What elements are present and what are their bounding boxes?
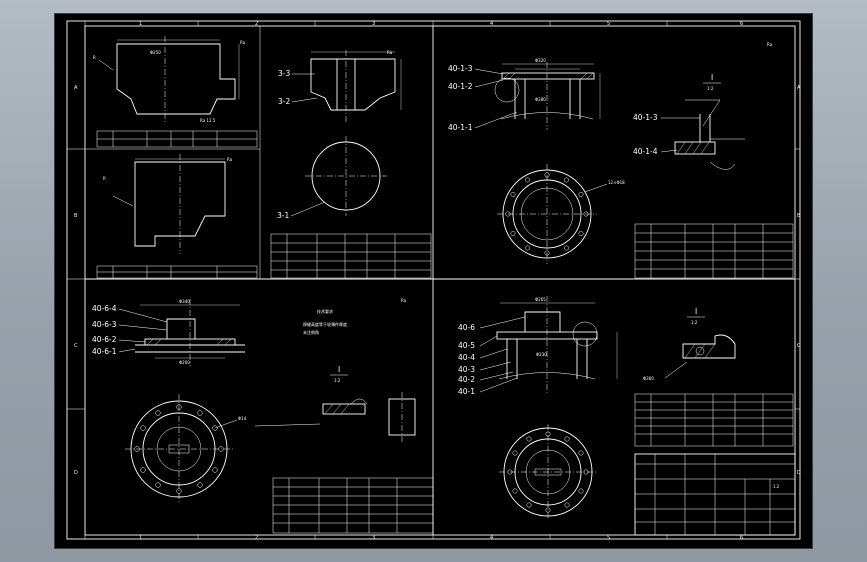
detail-I-1: I 1:2 40-1-3 40-1-4: [633, 73, 745, 170]
title-block-scale: 1:2: [773, 484, 780, 489]
roughness-mark: Ra: [240, 40, 246, 45]
technical-notes: 技术要求 焊缝高度等于较薄件厚度 未注倒角: [303, 308, 347, 335]
callout-label: 40-4: [458, 353, 475, 362]
dimension-value: Φ280: [535, 97, 546, 102]
svg-text:Ra 12.5: Ra 12.5: [200, 118, 216, 123]
dimension-value: Φ265: [535, 297, 546, 302]
zone-label-bottom: 5: [607, 535, 610, 541]
dimension-value: 12×Φ18: [608, 180, 625, 185]
callout-label: 40-1-2: [448, 82, 473, 91]
callout-label: 40-1-4: [633, 147, 658, 156]
dimension-value: Φ200: [179, 360, 190, 365]
parts-list-1: [270, 233, 432, 279]
detail-I-2: I 1:2: [254, 365, 416, 442]
dimension-value: Φ340: [179, 299, 190, 304]
zone-label-top: 3: [372, 21, 375, 27]
callout-label: 40-6-3: [92, 320, 117, 329]
section-mark-den: 1:2: [707, 86, 714, 91]
dimension-value: Φ320: [535, 58, 546, 63]
zone-label-bottom: 3: [372, 535, 375, 541]
callout-label: 40-1: [458, 387, 475, 396]
part-table-2: [96, 265, 258, 279]
callout-label: 3-3: [278, 69, 290, 78]
zone-label-bottom: 6: [740, 535, 743, 541]
dimension-value: Φ14: [238, 416, 247, 421]
note-line: 焊缝高度等于较薄件厚度: [303, 321, 347, 327]
assembly-40-plan: [499, 424, 597, 520]
callout-label: 40-6-2: [92, 335, 117, 344]
callout-label: 40-5: [458, 341, 475, 350]
roughness-mark: Ra: [227, 157, 233, 162]
zone-label-left: B: [74, 213, 78, 219]
section-mark-num: I: [695, 307, 697, 316]
zone-label-top: 4: [490, 21, 493, 27]
assembly-40-section: Φ265 Φ230 40-6 40-5 40-4 40-3 40-2 40-1: [458, 296, 618, 396]
note-title: 技术要求: [317, 308, 333, 314]
zone-label-top: 5: [607, 21, 610, 27]
zone-label-right: C: [797, 343, 801, 349]
title-block: 1:2: [634, 453, 796, 536]
callout-label: 3-1: [277, 211, 289, 220]
roughness-mark: Ra: [401, 298, 407, 303]
cad-viewport[interactable]: 1 2 3 4 5 6 1 2 3 4 5 6 A B C D A B C D …: [55, 14, 812, 548]
callout-label: 40-2: [458, 375, 475, 384]
part-drawing-2: R Ra: [103, 154, 233, 254]
parts-list-4: [634, 393, 794, 447]
parts-list-3: [272, 477, 434, 534]
svg-text:R: R: [103, 176, 106, 181]
part-drawing-3: 3-3 3-2 3-1 Ra: [277, 50, 402, 220]
drawing-inner-border: [84, 25, 796, 536]
callout-label: 40-6-1: [92, 347, 117, 356]
zone-label-left: D: [74, 470, 78, 476]
drawing-canvas: 1 2 3 4 5 6 1 2 3 4 5 6 A B C D A B C D …: [66, 20, 801, 541]
callout-label: 40-1-1: [448, 123, 473, 132]
callout-label: 40-3: [458, 365, 475, 374]
callout-label: 40-1-3: [633, 113, 658, 122]
assembly-40-1-plan: 12×Φ18: [497, 164, 625, 264]
zone-label-top: 2: [255, 21, 258, 27]
section-mark-num: I: [711, 73, 713, 82]
zone-label-left: C: [74, 343, 78, 349]
part-drawing-1: R Ra 12.5 Ra: [93, 36, 246, 123]
zone-label-bottom: 4: [490, 535, 493, 541]
callout-label: 40-6-4: [92, 304, 117, 313]
zone-label-right: A: [797, 85, 801, 91]
zone-label-top: 1: [139, 21, 142, 27]
callout-label: 3-2: [278, 97, 290, 106]
zone-label-top: 6: [740, 21, 743, 27]
section-mark-num: I: [338, 365, 340, 374]
drawing-border: [66, 20, 801, 540]
zone-label-right: B: [797, 213, 801, 219]
zone-labels: 1 2 3 4 5 6 1 2 3 4 5 6 A B C D A B C D: [74, 21, 801, 541]
dimension-value: Φ230: [536, 352, 547, 357]
zone-ticks: [67, 21, 800, 539]
callout-label: 40-6: [458, 323, 475, 332]
zone-label-right: D: [797, 470, 801, 476]
zone-label-bottom: 1: [139, 535, 142, 541]
zone-label-bottom: 2: [255, 535, 258, 541]
note-line: 未注倒角: [303, 329, 319, 335]
assembly-40-6-plan: Φ14: [125, 394, 247, 504]
section-mark-den: 1:2: [691, 320, 698, 325]
zone-label-left: A: [74, 85, 78, 91]
roughness-mark: Ra: [767, 42, 773, 47]
part-table-1: [96, 130, 258, 148]
callout-label: 40-1-3: [448, 64, 473, 73]
dimension-value: Φ250: [150, 50, 161, 55]
svg-text:R: R: [93, 55, 96, 60]
roughness-mark: Ra: [387, 50, 393, 55]
section-mark-den: 1:2: [334, 378, 341, 383]
parts-list-2: [634, 223, 794, 279]
detail-I-3: I 1:2 Φ300: [643, 307, 736, 381]
assembly-40-6-section: Φ340 Φ200 40-6-4 40-6-3 40-6-2 40-6-1 Ra: [92, 298, 407, 366]
assembly-40-1-section: 40-1-3 40-1-2 40-1-1 Φ280 Φ320 Ra: [448, 42, 773, 132]
dimension-value: Φ300: [643, 376, 654, 381]
